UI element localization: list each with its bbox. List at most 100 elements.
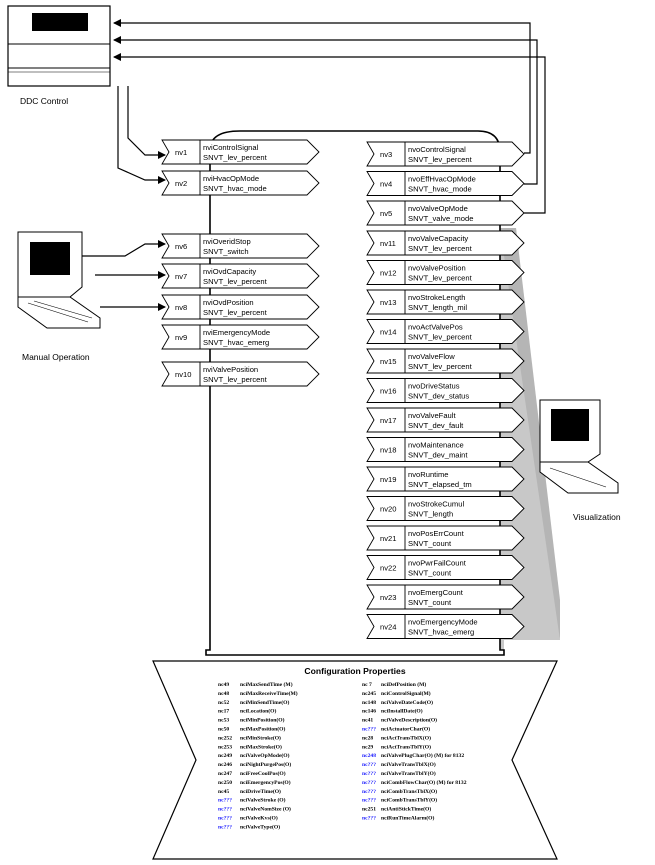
nv-type: SNVT_lev_percent [203, 375, 268, 384]
nv-name: nvoValveCapacity [408, 234, 468, 243]
nv-name: nvoStrokeCumul [408, 500, 464, 509]
config-property-name: nciDefPosition (M) [381, 681, 426, 688]
nv-type: SNVT_lev_percent [408, 333, 473, 342]
config-property-name: nciValveStroke (O) [240, 797, 286, 804]
manual-wiring [82, 240, 166, 311]
nv-arrow-shape [161, 324, 320, 350]
nv-number: nv9 [175, 333, 187, 342]
config-property-nc: nc49 [218, 682, 229, 688]
config-property-nc: nc248 [362, 753, 376, 759]
config-property-name: nciActuatorChar(O) [381, 726, 430, 733]
config-property-nc: nc247 [218, 771, 232, 777]
nv-arrow-shape [366, 200, 525, 226]
config-property-nc: nc48 [218, 691, 229, 697]
config-property-nc: nc52 [218, 700, 229, 706]
nv-name: nvoDriveStatus [408, 382, 460, 391]
manual-operation-label: Manual Operation [22, 352, 90, 362]
nv-name: nvoEmergencyMode [408, 618, 478, 627]
nv-name: nvoPosErrCount [408, 529, 465, 538]
config-property-row: nc146 nciInstallDate(O) [362, 708, 423, 715]
nv-type: SNVT_lev_percent [203, 308, 268, 317]
config-property-row: nc???nciActuatorChar(O) [362, 726, 430, 733]
nv-name: nviEmergencyMode [203, 328, 270, 337]
config-property-nc: nc 7 [362, 682, 372, 688]
nv-name: nvoControlSignal [408, 145, 466, 154]
config-properties-box [152, 660, 558, 860]
nv-arrow-shape [366, 496, 525, 521]
config-property-nc: nc??? [218, 807, 232, 813]
config-property-name: nciValveDateCode(O) [381, 699, 433, 706]
config-property-nc: nc246 [218, 762, 232, 768]
config-property-name: nciEmergencyPos(O) [240, 779, 291, 786]
config-property-row: nc???nciCombTransTblY(O) [362, 797, 437, 804]
nv-type: SNVT_lev_percent [408, 155, 473, 164]
nv-arrow-shape [161, 233, 320, 259]
nv-type: SNVT_count [408, 569, 452, 578]
nv-type: SNVT_hvac_mode [203, 184, 267, 193]
ddc-wiring [113, 19, 546, 214]
nv-type: SNVT_hvac_emerg [408, 628, 474, 637]
nv-arrow-shape [366, 407, 525, 433]
nv-number: nv24 [380, 623, 396, 632]
config-property-nc: nc250 [218, 780, 232, 786]
config-property-name: nciCombFlowChar(O) (M) for 8132 [381, 779, 467, 786]
config-property-name: nciControlSignal(M) [381, 690, 431, 697]
config-property-name: nciRunTimeAlarm(O) [381, 815, 434, 822]
nv-number: nv1 [175, 148, 187, 157]
config-property-name: nciMinSendTime(O) [240, 699, 289, 706]
nv-name: nviOveridStop [203, 237, 251, 246]
nv-type: SNVT_valve_mode [408, 214, 473, 223]
config-property-nc: nc252 [218, 735, 232, 741]
nv-number: nv3 [380, 150, 392, 159]
nv-arrow-shape [366, 348, 525, 374]
nv-type: SNVT_lev_percent [203, 153, 268, 162]
config-property-row: nc??? nciCombFlowChar(O) (M) for 8132 [362, 779, 467, 786]
nv-name: nviHvacOpMode [203, 174, 259, 183]
nv-name: nviControlSignal [203, 143, 259, 152]
nv-arrow-shape [161, 263, 320, 289]
nv-type: SNVT_count [408, 539, 452, 548]
nv-number: nv5 [380, 209, 392, 218]
config-property-row: nc???nciValveNomSize (O) [218, 806, 291, 813]
config-property-nc: nc??? [362, 771, 376, 777]
nv-number: nv8 [175, 303, 187, 312]
nv-arrow-shape [161, 294, 320, 320]
config-property-name: nciValveDescription(O) [381, 717, 437, 724]
nv-number: nv14 [380, 328, 396, 337]
nv-name: nvoPwrFailCount [408, 559, 467, 568]
nv-type: SNVT_hvac_emerg [203, 338, 269, 347]
nv-number: nv6 [175, 242, 187, 251]
config-property-nc: nc??? [362, 780, 376, 786]
config-property-name: nciInstallDate(O) [381, 708, 423, 715]
config-property-nc: nc50 [218, 727, 229, 733]
config-property-name: nciMaxReceiveTime(M) [240, 690, 298, 697]
config-property-row: nc48 nciMaxReceiveTime(M) [218, 690, 298, 697]
nv-number: nv21 [380, 534, 396, 543]
config-property-nc: nc41 [362, 718, 373, 724]
nv-name: nvoRuntime [408, 470, 449, 479]
config-property-row: nc 7 nciDefPosition (M) [362, 681, 426, 688]
config-property-nc: nc146 [362, 709, 376, 715]
config-property-name: nciDriveTime(O) [240, 788, 281, 795]
config-property-name: nciCombTransTblY(O) [381, 797, 437, 804]
